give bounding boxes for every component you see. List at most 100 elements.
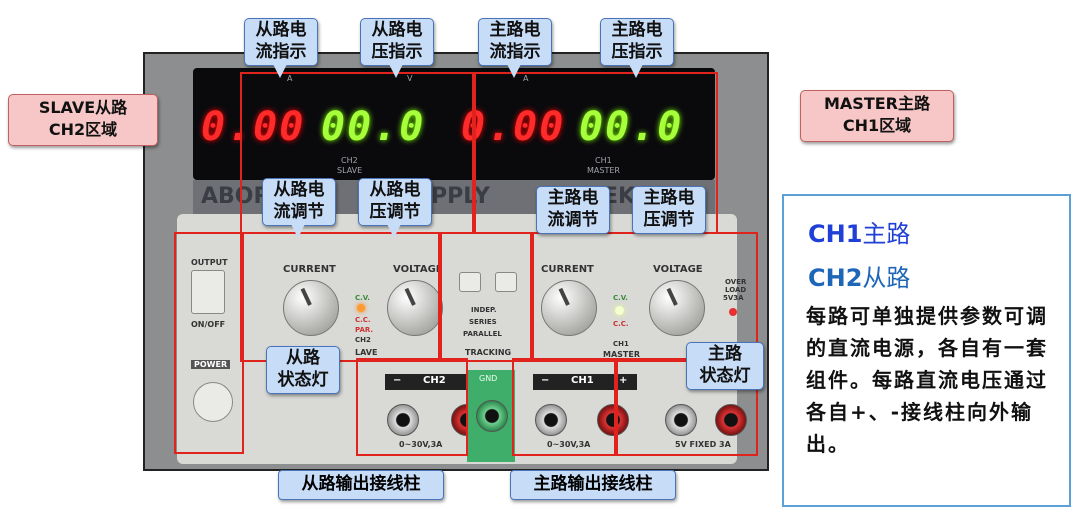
ch2-negative-terminal[interactable]	[387, 404, 419, 436]
callout-line: 流调节	[273, 202, 325, 222]
master-ch1-label: CH1	[613, 340, 629, 348]
master-cv-label: C.V.	[613, 294, 628, 302]
ch1-plus: +	[619, 375, 628, 386]
slave-current-knob[interactable]	[283, 280, 339, 336]
front-panel: OUTPUT ON/OFF POWER CURRENT VOLTAGE C.V.…	[177, 214, 747, 464]
master-current-knob[interactable]	[541, 280, 597, 336]
callout-line: 压指示	[611, 42, 663, 62]
master-tag: MASTER	[587, 166, 620, 175]
master-cc-label: C.C.	[613, 320, 629, 328]
callout-master-voltage-adjust: 主路电 压调节	[632, 186, 706, 234]
callout-line: 压调节	[369, 202, 421, 222]
slave-ch2-label: CH2	[355, 336, 371, 344]
tracking-button-right[interactable]	[495, 272, 517, 292]
info-ch1-title: CH1主路	[808, 214, 910, 249]
callout-line: 主路电	[643, 188, 695, 208]
slave-amp-unit: A	[287, 74, 293, 83]
callout-tail	[507, 64, 521, 78]
overload-led	[729, 308, 737, 316]
callout-line: SLAVE从路	[38, 98, 128, 117]
fixed-negative-terminal[interactable]	[665, 404, 697, 436]
callout-slave-current-display: 从路电 流指示	[244, 18, 318, 66]
callout-line: 从路	[286, 348, 320, 368]
on-off-label: ON/OFF	[191, 320, 226, 329]
ch2-minus: −	[393, 375, 402, 386]
switch-highlight	[174, 232, 244, 454]
brand-mid: PPLY	[431, 184, 490, 209]
callout-line: 流调节	[547, 210, 599, 230]
info-ch2-title: CH2从路	[808, 258, 910, 293]
callout-tail	[629, 64, 643, 78]
callout-line: 主路电	[611, 20, 663, 40]
slave-voltage-label: VOLTAGE	[393, 264, 443, 275]
master-ch-tag: CH1	[595, 156, 612, 165]
master-current-label: CURRENT	[541, 264, 594, 275]
callout-tail	[389, 64, 403, 78]
display-panel: A V A 0.00 00.0 0.00 00.0 CH2 SLAVE CH1 …	[193, 68, 715, 180]
slave-terminals-highlight	[356, 358, 468, 456]
master-label: MASTER	[603, 350, 640, 359]
master-current-readout: 0.00	[461, 104, 566, 150]
callout-master-current-adjust: 主路电 流调节	[536, 186, 610, 234]
tracking-label: TRACKING	[465, 348, 512, 357]
slave-cc-label: C.C.	[355, 316, 371, 324]
callout-line: 状态灯	[277, 370, 329, 390]
overload-line3: 5V3A	[723, 294, 744, 302]
output-switch[interactable]	[191, 270, 225, 314]
info-description: 每路可单独提供参数可调的直流电源，各自有一套组件。每路直流电压通过各自+、-接线…	[806, 304, 1048, 456]
callout-line: CH1区域	[842, 116, 912, 135]
brand-left: ABOR	[201, 184, 271, 209]
callout-master-status-light: 主路 状态灯	[686, 342, 764, 390]
callout-line: 主路	[708, 344, 742, 364]
info-box: CH1主路 CH2从路 每路可单独提供参数可调的直流电源，各自有一套组件。每路直…	[782, 194, 1071, 507]
callout-tail	[273, 64, 287, 78]
callout-slave-region: SLAVE从路 CH2区域	[8, 94, 158, 146]
callout-master-output-terminals: 主路输出接线柱	[510, 470, 676, 500]
master-voltage-knob[interactable]	[649, 280, 705, 336]
slave-current-label: CURRENT	[283, 264, 336, 275]
fixed-positive-terminal[interactable]	[715, 404, 747, 436]
gnd-post[interactable]: GND	[467, 370, 515, 462]
slave-volt-unit: V	[407, 74, 413, 83]
gnd-label: GND	[479, 374, 498, 383]
ch1-negative-terminal[interactable]	[535, 404, 567, 436]
overload-line1: OVER	[725, 278, 747, 286]
callout-slave-voltage-adjust: 从路电 压调节	[358, 178, 432, 226]
series-label: SERIES	[469, 318, 497, 326]
info-ch2-code: CH2	[808, 264, 863, 292]
power-button[interactable]	[193, 382, 233, 422]
callout-line: 流指示	[489, 42, 541, 62]
output-label: OUTPUT	[191, 258, 228, 267]
master-voltage-label: VOLTAGE	[653, 264, 703, 275]
callout-line: 从路电	[255, 20, 307, 40]
callout-line: 从路电	[371, 20, 423, 40]
tracking-highlight	[438, 232, 534, 362]
slave-short-label: LAVE	[355, 348, 378, 357]
callout-line: 主路电	[547, 188, 599, 208]
ch1-positive-terminal[interactable]	[597, 404, 629, 436]
slave-current-readout: 0.00	[201, 104, 306, 150]
fixed-range: 5V FIXED 3A	[675, 440, 731, 449]
callout-tail	[291, 224, 305, 238]
ch2-range: 0~30V,3A	[399, 440, 443, 449]
tracking-button-left[interactable]	[459, 272, 481, 292]
callout-line: 状态灯	[699, 366, 751, 386]
slave-voltage-knob[interactable]	[387, 280, 443, 336]
callout-tail	[387, 224, 401, 238]
callout-slave-output-terminals: 从路输出接线柱	[278, 470, 444, 500]
info-ch2-text: 从路	[862, 264, 911, 292]
callout-line: 从路电	[369, 180, 421, 200]
slave-cv-label: C.V.	[355, 294, 370, 302]
slave-par-label: PAR.	[355, 326, 374, 334]
callout-line: 从路电	[273, 180, 325, 200]
callout-slave-current-adjust: 从路电 流调节	[262, 178, 336, 226]
callout-slave-status-light: 从路 状态灯	[266, 346, 340, 394]
gnd-terminal[interactable]	[476, 400, 508, 432]
callout-slave-voltage-display: 从路电 压指示	[360, 18, 434, 66]
parallel-label: PARALLEL	[463, 330, 502, 338]
ch1-range: 0~30V,3A	[547, 440, 591, 449]
indep-label: INDEP.	[471, 306, 497, 314]
callout-master-region: MASTER主路 CH1区域	[800, 90, 954, 142]
ch2-term-label: CH2	[423, 375, 446, 386]
info-ch1-code: CH1	[808, 220, 863, 248]
